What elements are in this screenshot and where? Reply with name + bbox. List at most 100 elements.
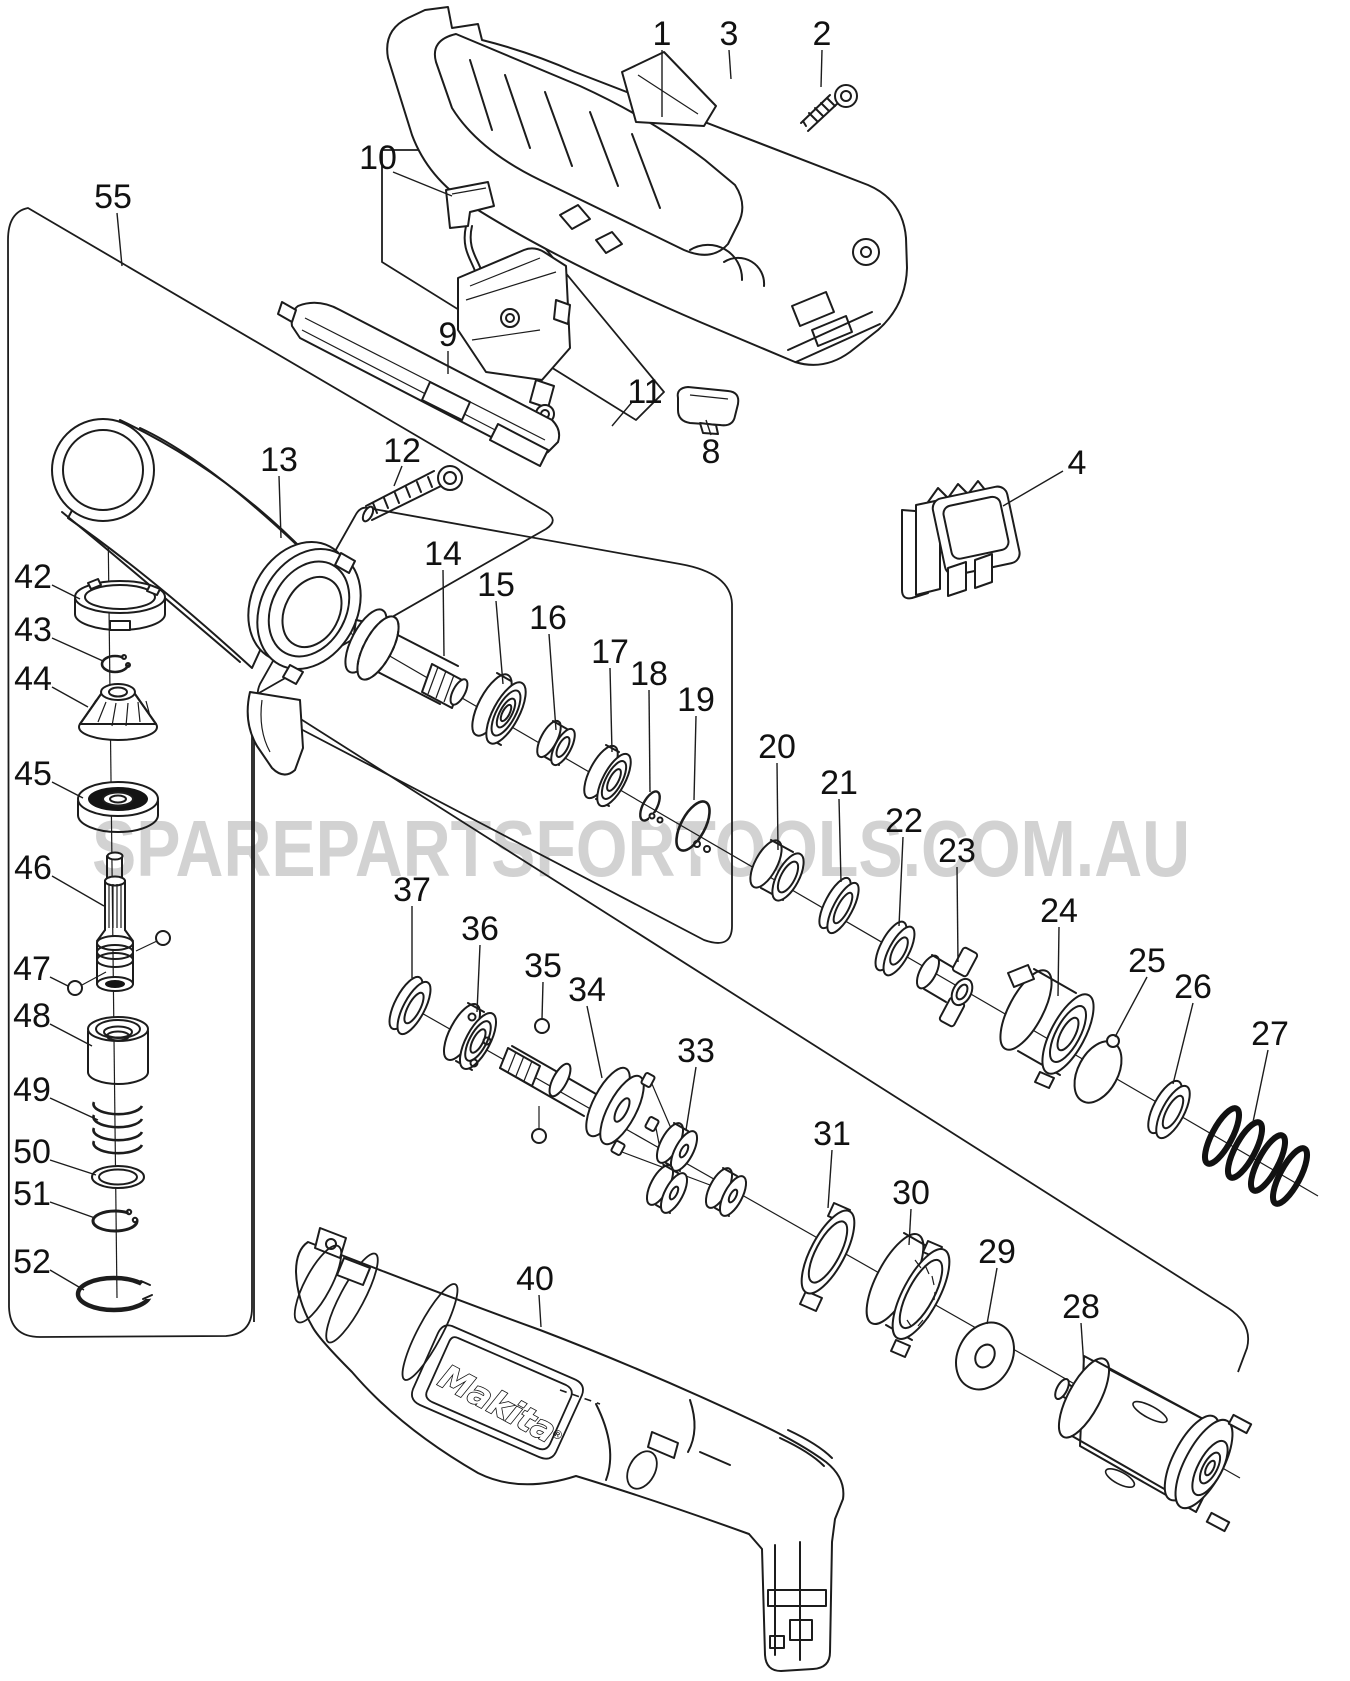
part-drawing-14 xyxy=(344,608,469,709)
leader-line-35 xyxy=(541,981,544,1020)
leader-line-24 xyxy=(1057,926,1060,997)
part-label-25: 25 xyxy=(1128,942,1166,980)
leader-line-12 xyxy=(393,465,403,487)
part-label-48: 48 xyxy=(13,997,51,1035)
leader-line-25 xyxy=(1114,976,1148,1038)
part-drawing-3 xyxy=(621,51,717,127)
part-drawing-8 xyxy=(676,386,740,435)
part-label-51: 51 xyxy=(13,1175,51,1213)
leader-line-17 xyxy=(609,667,613,753)
part-label-10: 10 xyxy=(359,139,397,177)
part-label-37: 37 xyxy=(393,871,431,909)
part-label-44: 44 xyxy=(14,660,52,698)
leader-line-22 xyxy=(898,836,904,927)
part-drawing-34 xyxy=(499,1045,719,1189)
part-drawing-36 xyxy=(442,1002,498,1071)
part-drawing-52 xyxy=(75,1275,157,1313)
part-callout-51: 51 xyxy=(13,1175,96,1219)
leader-line-29 xyxy=(986,1267,998,1325)
part-drawing-47 xyxy=(67,930,171,996)
part-label-22: 22 xyxy=(885,802,923,840)
part-callout-19: 19 xyxy=(677,681,715,801)
leader-line-49 xyxy=(49,1097,99,1121)
part-drawing-42 xyxy=(74,578,166,631)
part-label-2: 2 xyxy=(813,15,832,53)
part-drawing-2 xyxy=(800,84,858,132)
leader-line-30 xyxy=(908,1208,912,1246)
part-callout-35: 35 xyxy=(524,947,562,1020)
part-callout-33: 33 xyxy=(677,1032,715,1131)
leader-line-51 xyxy=(49,1201,96,1219)
part-drawing-45 xyxy=(77,781,159,833)
leader-line-4 xyxy=(1002,470,1064,507)
part-drawing-18 xyxy=(639,790,664,827)
part-label-23: 23 xyxy=(938,832,976,870)
part-callout-43: 43 xyxy=(14,611,104,662)
part-callout-26: 26 xyxy=(1172,968,1212,1085)
part-callout-24: 24 xyxy=(1040,892,1078,997)
part-label-40: 40 xyxy=(516,1260,554,1298)
part-label-49: 49 xyxy=(13,1071,51,1109)
part-callout-46: 46 xyxy=(14,849,105,907)
part-label-34: 34 xyxy=(568,971,606,1009)
part-drawing-30 xyxy=(865,1232,951,1358)
part-callout-48: 48 xyxy=(13,997,93,1047)
part-callout-20: 20 xyxy=(758,728,796,851)
part-callout-14: 14 xyxy=(424,535,462,657)
part-label-28: 28 xyxy=(1062,1288,1100,1326)
leader-line-46 xyxy=(51,875,105,907)
part-callout-55: 55 xyxy=(94,178,132,267)
part-callout-37: 37 xyxy=(393,871,431,978)
part-callout-25: 25 xyxy=(1114,942,1166,1038)
part-label-17: 17 xyxy=(591,633,629,671)
part-drawing-4 xyxy=(901,480,1021,600)
leader-line-28 xyxy=(1080,1322,1085,1368)
part-label-20: 20 xyxy=(758,728,796,766)
part-callout-10: 10 xyxy=(359,139,453,197)
part-label-50: 50 xyxy=(13,1133,51,1171)
part-callout-42: 42 xyxy=(14,558,81,600)
part-drawing-25 xyxy=(1073,1034,1123,1104)
part-drawing-17 xyxy=(583,744,632,808)
part-callout-40: 40 xyxy=(516,1260,554,1328)
leader-line-14 xyxy=(442,569,445,657)
leader-line-52 xyxy=(49,1269,85,1291)
part-drawing-35 xyxy=(531,1018,550,1144)
part-drawing-9 xyxy=(277,301,561,467)
part-label-8: 8 xyxy=(702,433,721,471)
leader-line-40 xyxy=(538,1294,542,1328)
part-drawing-24 xyxy=(999,964,1095,1089)
part-label-3: 3 xyxy=(720,15,739,53)
part-label-29: 29 xyxy=(978,1233,1016,1271)
part-drawing-10 xyxy=(445,181,495,301)
leader-line-42 xyxy=(51,584,81,600)
part-drawing-33 xyxy=(645,1122,748,1217)
leader-line-3 xyxy=(728,49,732,80)
leader-line-44 xyxy=(51,686,89,708)
part-drawing-26 xyxy=(1147,1079,1191,1140)
part-callout-17: 17 xyxy=(591,633,629,753)
part-label-24: 24 xyxy=(1040,892,1078,930)
part-label-15: 15 xyxy=(477,566,515,604)
part-label-35: 35 xyxy=(524,947,562,985)
leader-line-19 xyxy=(693,715,697,801)
part-drawing-43 xyxy=(100,654,132,674)
part-drawing-50 xyxy=(91,1165,145,1189)
part-label-43: 43 xyxy=(14,611,52,649)
assembly-box-gear-shaft xyxy=(256,506,733,944)
part-callout-13: 13 xyxy=(260,441,298,539)
part-label-19: 19 xyxy=(677,681,715,719)
leader-line-31 xyxy=(827,1149,833,1209)
part-label-26: 26 xyxy=(1174,968,1212,1006)
part-callout-29: 29 xyxy=(978,1233,1016,1325)
part-label-27: 27 xyxy=(1251,1015,1289,1053)
part-callout-44: 44 xyxy=(14,660,89,708)
part-callout-15: 15 xyxy=(477,566,515,685)
upper-housing-drawing xyxy=(386,6,908,366)
assembly-box-gearbox xyxy=(253,697,1249,1373)
part-label-55: 55 xyxy=(94,178,132,216)
part-label-46: 46 xyxy=(14,849,52,887)
part-callout-52: 52 xyxy=(13,1243,85,1291)
